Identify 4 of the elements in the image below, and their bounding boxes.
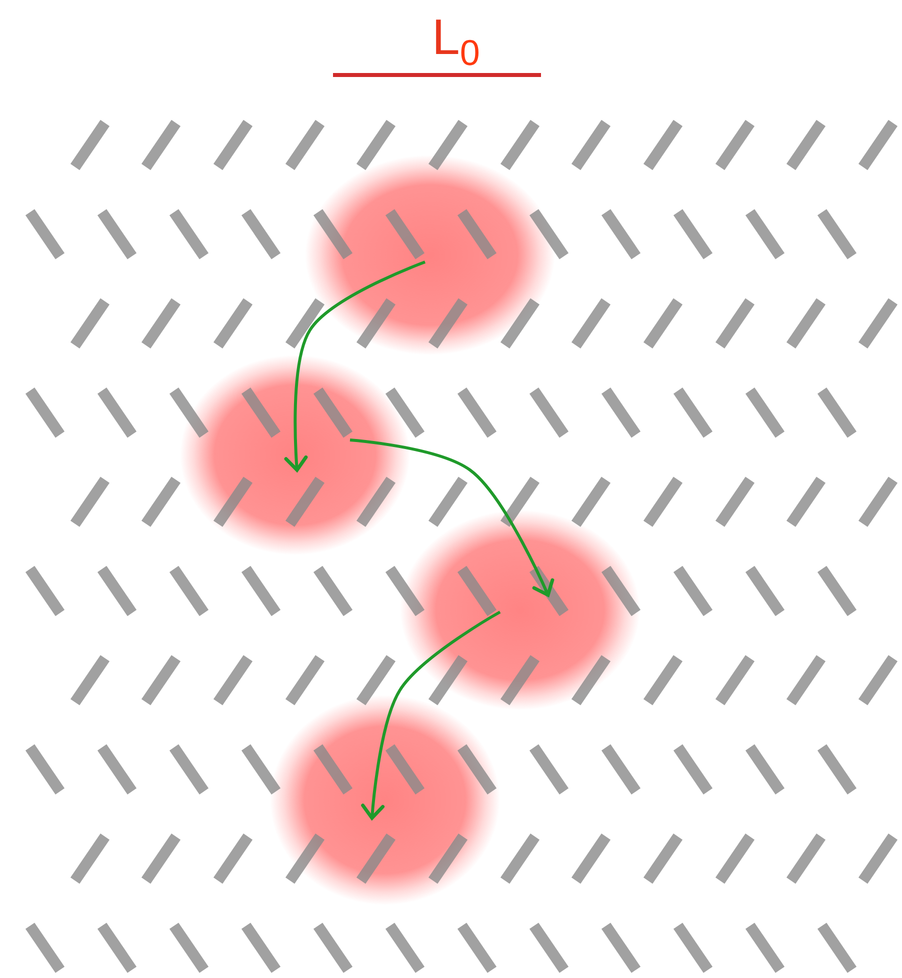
scale-label: L$_{0}$ xyxy=(432,12,480,71)
arrow xyxy=(350,438,554,597)
arrow xyxy=(361,610,501,820)
arrow xyxy=(284,260,426,472)
